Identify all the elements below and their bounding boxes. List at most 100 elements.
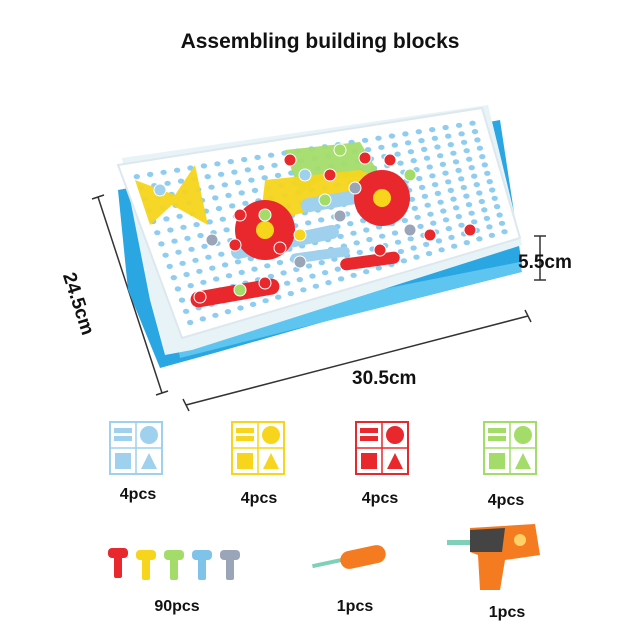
green-parts-sheet [483, 421, 537, 475]
green-sheet-caption: 4pcs [487, 492, 525, 509]
peg-hole [391, 142, 398, 148]
peg-hole [440, 208, 447, 214]
peg-hole [434, 190, 442, 196]
peg-hole [318, 217, 325, 223]
peg-hole [305, 220, 312, 226]
yellow-parts-sheet [231, 421, 285, 475]
peg-hole [204, 174, 211, 180]
peg-hole [481, 162, 488, 168]
peg-hole [361, 137, 369, 143]
model-screw [403, 168, 417, 182]
peg-hole [287, 290, 294, 297]
model-screw [333, 209, 347, 223]
peg-hole [212, 195, 219, 201]
peg-hole [363, 227, 370, 233]
peg-hole [337, 233, 344, 239]
peg-hole [425, 250, 433, 257]
peg-hole [423, 155, 431, 161]
peg-hole [498, 220, 506, 226]
peg-hole [183, 271, 190, 278]
peg-hole [458, 176, 465, 182]
peg-hole [468, 165, 475, 171]
peg-hole [417, 223, 424, 229]
peg-hole [200, 163, 208, 169]
peg-hole [397, 248, 405, 255]
peg-hole [217, 171, 225, 177]
peg-hole [479, 154, 486, 160]
peg-hole [251, 187, 259, 193]
peg-hole [430, 220, 437, 226]
peg-hole [452, 205, 460, 211]
peg-hole [133, 174, 140, 180]
peg-hole [402, 131, 409, 137]
peg-hole [418, 138, 425, 144]
peg-hole [388, 133, 396, 139]
peg-hole [221, 262, 229, 268]
peg-hole [300, 287, 307, 293]
peg-hole [187, 319, 194, 326]
peg-hole [375, 265, 382, 271]
peg-hole [486, 224, 493, 230]
dimension-lines [91, 194, 546, 412]
peg-hole [178, 297, 186, 303]
model-screw [228, 238, 242, 252]
peg-hole [212, 312, 219, 318]
peg-hole [158, 241, 165, 247]
peg-hole [426, 164, 433, 170]
peg-hole [439, 161, 447, 167]
peg-hole [312, 283, 320, 289]
peg-hole [400, 258, 408, 264]
peg-hole [225, 192, 232, 198]
peg-hole [476, 145, 484, 151]
peg-hole [434, 144, 441, 150]
peg-hole [404, 140, 412, 146]
model-screw [293, 255, 307, 269]
model-screw [233, 208, 247, 222]
peg-hole [162, 252, 169, 258]
peg-hole [219, 216, 226, 222]
model-screw [348, 181, 362, 195]
model-screw [318, 193, 332, 207]
model-screw [298, 168, 312, 182]
peg-hole [471, 173, 478, 179]
screws-illustration [108, 548, 240, 580]
model-screw [383, 153, 397, 167]
peg-hole [431, 135, 439, 141]
peg-hole [465, 202, 473, 208]
peg-hole [496, 212, 503, 218]
model-screw [283, 153, 297, 167]
peg-hole [221, 182, 228, 188]
peg-hole [411, 205, 418, 211]
peg-hole [421, 193, 429, 199]
peg-hole [437, 153, 444, 159]
peg-hole [483, 215, 491, 221]
peg-hole [209, 265, 216, 271]
peg-hole [448, 234, 455, 240]
peg-hole [353, 240, 360, 246]
peg-hole [218, 251, 225, 257]
peg-hole [325, 280, 332, 286]
peg-hole [237, 305, 244, 311]
peg-hole [305, 263, 313, 269]
model-screw [233, 283, 247, 297]
model-screw [273, 241, 287, 255]
peg-hole [474, 137, 481, 143]
peg-hole [154, 230, 161, 236]
model-screw [258, 276, 272, 290]
peg-hole [247, 256, 254, 262]
peg-hole [258, 165, 265, 171]
peg-hole [176, 213, 183, 219]
peg-hole [478, 198, 485, 205]
peg-hole [147, 171, 154, 177]
peg-hole [187, 165, 194, 171]
model-screw [205, 233, 219, 247]
peg-hole [164, 180, 171, 186]
peg-hole [469, 120, 476, 126]
peg-hole [241, 156, 248, 163]
peg-hole [423, 241, 430, 247]
peg-hole [463, 240, 470, 246]
assembled-model [135, 142, 477, 308]
model-screw [258, 208, 272, 222]
peg-hole [447, 187, 454, 193]
